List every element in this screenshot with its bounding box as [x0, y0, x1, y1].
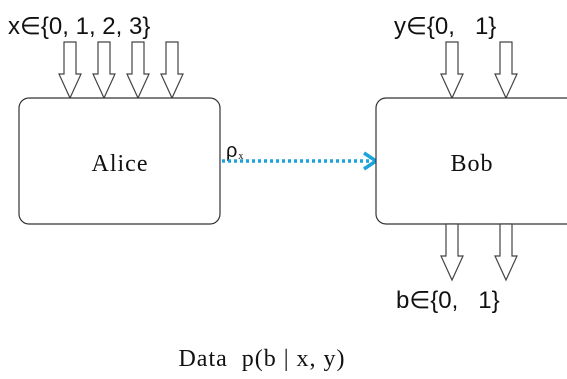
input-arrow [58, 41, 82, 100]
bob-label: Bob [450, 151, 493, 177]
alice-label: Alice [92, 151, 149, 177]
bob-output-label: b∈{0, 1} [396, 287, 500, 314]
bob-input-label: y∈{0, 1} [394, 13, 496, 40]
channel-subscript: x [238, 151, 243, 162]
channel-arrow-head [363, 151, 380, 171]
input-arrow [494, 41, 518, 100]
channel-label: ρx [226, 140, 243, 162]
input-arrow [440, 41, 464, 100]
bob-input-arrows [440, 41, 518, 100]
bob-box [375, 97, 567, 225]
alice-input-label: x∈{0, 1, 2, 3} [8, 13, 150, 40]
channel-symbol: ρ [226, 140, 237, 162]
bob-output-arrows [440, 223, 518, 282]
alice-box [18, 97, 221, 225]
caption: Data p(b | x, y) [178, 346, 345, 372]
input-arrow [160, 41, 184, 100]
output-arrow [440, 223, 464, 282]
alice-input-arrows [58, 41, 184, 100]
output-arrow [494, 223, 518, 282]
input-arrow [126, 41, 150, 100]
input-arrow [92, 41, 116, 100]
